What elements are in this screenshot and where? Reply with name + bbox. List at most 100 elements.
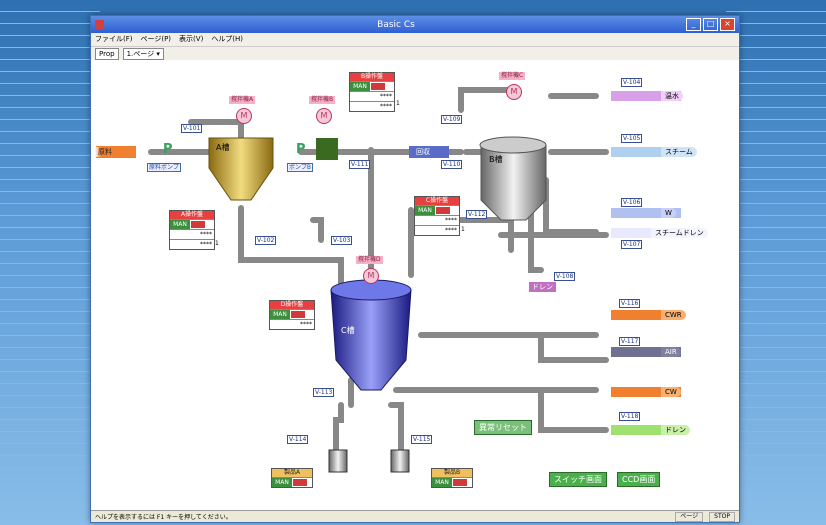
maximize-button[interactable]: □ [703,18,718,31]
process-diagram: 原料 回収 A槽 B槽 C槽 撹拌機A M 撹拌機B M 撹拌機C M 撹拌機D… [91,60,739,508]
mode-button[interactable]: MAN [415,206,435,215]
output-air: AIR [661,347,681,357]
control-panel-a[interactable]: A操作盤 MAN **** **** [169,210,215,250]
panel-value: **** [170,229,214,239]
run-button[interactable] [293,479,307,486]
valve-label-v111[interactable]: V-111 [349,160,371,169]
mode-button[interactable]: MAN [272,478,292,487]
mode-button[interactable]: MAN [270,310,290,319]
valve-label-v104[interactable]: V-104 [621,78,643,87]
motor-b-icon[interactable]: M [316,108,332,124]
pump-a-label: 原料ポンプ [147,163,181,172]
valve-label-v110[interactable]: V-110 [441,160,463,169]
prop-tab[interactable]: Prop [95,48,119,60]
minimize-button[interactable]: _ [686,18,701,31]
product-b-tank [390,449,410,473]
alarm-reset-button[interactable]: 異常リセット [474,420,532,435]
output-arrows [611,91,681,435]
mode-button[interactable]: MAN [170,220,190,229]
valve-label-v118[interactable]: V-118 [619,412,641,421]
pump-b-body [316,138,338,160]
output-cwr: CWR [661,310,686,320]
motor-c-icon[interactable]: M [506,84,522,100]
valve-label-v115[interactable]: V-115 [411,435,433,444]
page-select[interactable]: 1.ページ ▾ [122,48,164,60]
motor-a-icon[interactable]: M [236,108,252,124]
run-button[interactable] [453,479,467,486]
pump-b-label: ポンプB [287,163,313,172]
valve-label-v101[interactable]: V-101 [181,124,203,133]
control-panel-d[interactable]: D操作盤 MAN **** [269,300,315,330]
tank-a [208,137,274,201]
valve-label-v105[interactable]: V-105 [621,134,643,143]
pipe-network [96,87,681,473]
close-button[interactable]: × [720,18,735,31]
run-button[interactable] [436,207,450,214]
product-b-label: 製品B [432,469,472,477]
motor-label-c: 撹拌機C [499,72,526,80]
output-w: W [661,208,676,218]
tank-a-label: A槽 [216,143,230,152]
panel-header: C操作盤 [415,197,459,205]
valve-label-v114[interactable]: V-114 [287,435,309,444]
title-bar: Basic Cs _ □ × [91,16,739,33]
panel-value: **** [415,215,459,225]
panel-value: **** [350,101,394,111]
valve-label-v117[interactable]: V-117 [619,337,641,346]
menu-bar: ファイル(F) ページ(P) 表示(V) ヘルプ(H) [91,33,739,47]
valve-label-v109[interactable]: V-109 [441,115,463,124]
product-b-panel[interactable]: 製品B MAN [431,468,473,488]
menu-view[interactable]: 表示(V) [179,35,204,43]
ccd-screen-button[interactable]: CCD画面 [617,472,661,487]
mode-button[interactable]: MAN [432,478,452,487]
status-bar: ヘルプを表示するには F1 キーを押してください。 ページ STOP [91,510,739,522]
drain-tag: ドレン [529,282,556,292]
motor-d-icon[interactable]: M [363,268,379,284]
menu-file[interactable]: ファイル(F) [95,35,133,43]
status-message: ヘルプを表示するには F1 キーを押してください。 [95,514,232,521]
tank-c [330,289,412,391]
run-button[interactable] [291,311,305,318]
window-title: Basic Cs [377,19,415,30]
control-panel-c[interactable]: C操作盤 MAN **** **** [414,196,460,236]
valve-label-v113[interactable]: V-113 [313,388,335,397]
tank-b-lid [479,136,547,154]
input-raw-material: 原料 [95,147,115,157]
output-hot-water: 温水 [661,91,683,101]
menu-help[interactable]: ヘルプ(H) [211,35,244,43]
mode-button[interactable]: MAN [350,82,370,91]
product-a-label: 製品A [272,469,312,477]
app-icon [95,20,104,29]
motor-label-a: 撹拌機A [229,96,256,104]
panel-value: **** [270,319,314,329]
run-button[interactable] [371,83,385,90]
status-mode: STOP [709,511,735,522]
product-a-tank [328,449,348,473]
valve-label-v102[interactable]: V-102 [255,236,277,245]
panel-value: **** [350,91,394,101]
menu-page[interactable]: ページ(P) [140,35,172,43]
product-a-panel[interactable]: 製品A MAN [271,468,313,488]
control-panel-b[interactable]: B操作盤 MAN **** **** [349,72,395,112]
panel-header: D操作盤 [270,301,314,309]
valve-label-v116[interactable]: V-116 [619,299,641,308]
valve-label-v103[interactable]: V-103 [331,236,353,245]
panel-header: B操作盤 [350,73,394,81]
output-steam: スチーム [661,147,697,157]
panel-a-unit: 1 [215,240,219,247]
valve-label-v106[interactable]: V-106 [621,198,643,207]
valve-label-v112[interactable]: V-112 [466,210,488,219]
panel-c-unit: 1 [461,226,465,233]
valve-label-v107[interactable]: V-107 [621,240,643,249]
tank-b-label: B槽 [489,155,503,164]
run-button[interactable] [191,221,205,228]
tank-c-label: C槽 [341,326,355,335]
output-steam-drain: スチームドレン [651,228,708,238]
pump-b-icon[interactable]: P [296,142,306,157]
valve-label-v108[interactable]: V-108 [554,272,576,281]
pump-a-icon[interactable]: P [163,142,173,157]
switch-screen-button[interactable]: スイッチ画面 [549,472,607,487]
page-select-value: 1.ページ [126,50,155,58]
panel-value: **** [415,225,459,235]
motor-label-d: 撹拌機D [356,256,383,264]
